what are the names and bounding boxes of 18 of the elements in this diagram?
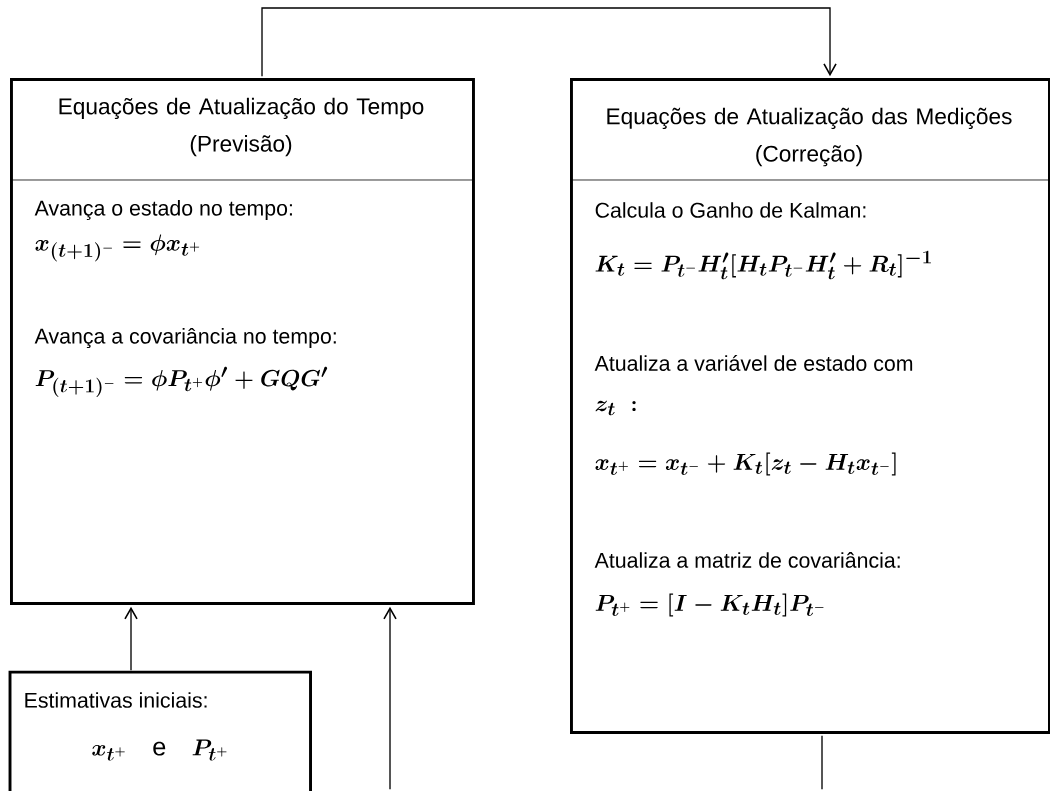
arrow [124,606,138,671]
box-heading: Equações de Atualização do Tempo (Previsão) [59,97,424,157]
step-text: Atualiza a variável de estado com [594,355,913,371]
formula: $K_t = P_{t^-} H'_t [H_t P_{t^-} H'_t + R_t]^{-1}$ [595,250,931,280]
box-heading: Equações de Atualização das Medições (Correção) [607,107,1012,167]
formula: $x_{t^+} = x_{t^-} + K_t [z_t - H_t x_{t^-}]$ [595,452,896,476]
step-text: Atualiza a matriz de covariância: [594,552,900,568]
arrow [383,606,397,790]
arrow [261,7,837,77]
formula: $z_t\ :$ [595,400,636,416]
formula: $x_{(t+1)^-} = \phi x_{t^+}$ [35,234,200,262]
step-text: Estimativas iniciais: [25,692,207,708]
step-text: Avança a covariância no tempo: [34,327,336,348]
formula: $x_{t^+} \quad \text{e} \quad P_{t^+}$ [92,739,227,761]
step-text: Calcula o Ganho de Kalman: [595,202,866,218]
step-text: Avança o estado no tempo: [34,200,292,220]
formula: $P_{(t+1)^-} = \phi P_{t^+} \phi' + GQG'$ [35,366,328,397]
formula: $P_{t^+} = [I - K_t H_t] P_{t^-}$ [595,593,824,617]
